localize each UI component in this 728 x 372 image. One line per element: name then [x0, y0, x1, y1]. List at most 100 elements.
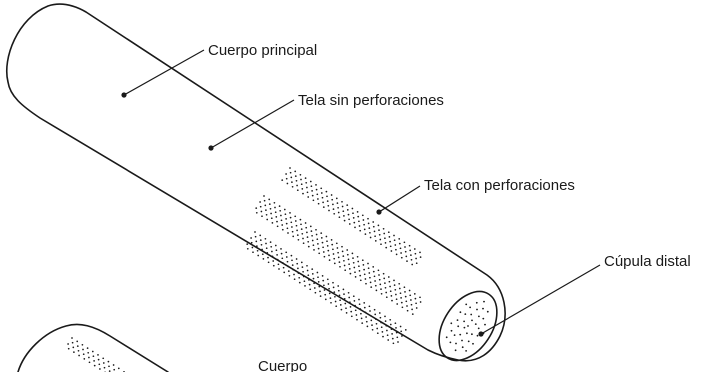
perforation-dot [328, 209, 330, 212]
perforation-dot [364, 311, 367, 314]
perforation-dot [399, 247, 402, 250]
perforation-dot [291, 230, 294, 233]
perforation-dot [298, 281, 301, 284]
perforation-dot [294, 170, 297, 173]
perforation-dot [389, 285, 391, 288]
perforation-dot [343, 215, 345, 217]
perforation-dot [404, 329, 407, 331]
perforation-dot [380, 288, 382, 290]
perforation-dot [332, 203, 334, 206]
perforation-dot [289, 171, 292, 174]
perforation-dot [347, 213, 350, 216]
perforation-dot [411, 263, 414, 266]
perforation-dot [374, 313, 377, 316]
perforation-dot [374, 235, 376, 238]
perforation-dot [354, 276, 357, 278]
dome-perforation-dot [476, 308, 478, 311]
perforation-dot [364, 233, 367, 235]
perforation-dot [246, 247, 249, 250]
perforation-dot [271, 255, 274, 258]
perforation-dot [250, 237, 252, 239]
perforation-dot [333, 257, 336, 260]
dome-perforation-dot [470, 313, 473, 316]
perforation-dot [311, 239, 314, 242]
perforation-dot [296, 189, 299, 192]
perforation-dot [113, 368, 116, 371]
dome-perforation-dot [463, 320, 465, 323]
perforation-dot [362, 264, 365, 266]
perforation-dot [97, 358, 100, 361]
perforation-dot [399, 325, 402, 328]
perforation-dot [255, 211, 258, 214]
dome-perforation-dot [450, 322, 453, 325]
perforation-dot [314, 291, 317, 294]
perforation-dot [414, 252, 417, 255]
perforation-dot [290, 254, 293, 257]
perforation-dot [325, 190, 328, 193]
perforation-dot [369, 276, 371, 279]
perforation-dot [400, 252, 402, 254]
perforation-dot [361, 259, 364, 262]
perforation-dot [263, 199, 266, 202]
perforation-dot [379, 238, 382, 241]
perforation-dot [385, 291, 388, 294]
perforation-dot [343, 297, 346, 300]
perforation-dot [285, 218, 287, 220]
perforation-dot [394, 288, 397, 291]
perforation-dot [348, 268, 351, 270]
perforation-dot [318, 285, 321, 288]
secondary-cylinder-outline [17, 323, 169, 372]
perforation-dot [374, 280, 376, 282]
leader-line [123, 49, 205, 96]
perforation-dot [389, 323, 392, 326]
perforation-dot [263, 195, 265, 197]
perforation-dot [358, 298, 360, 301]
perforation-dot [268, 198, 271, 201]
perforation-dot [404, 246, 406, 248]
perforation-dot [281, 228, 284, 231]
perforation-dot [378, 229, 380, 231]
perforation-dot [367, 262, 369, 265]
perforation-dot [287, 232, 289, 234]
perforation-dot [368, 272, 371, 274]
perforation-dot [276, 225, 279, 228]
perforation-dot [399, 292, 402, 295]
dome-perforation-dot [484, 323, 486, 326]
perforation-dot [411, 308, 413, 311]
perforation-dot [326, 200, 329, 202]
perforation-dot [349, 306, 352, 308]
perforation-dot [281, 179, 284, 181]
perforation-dot [365, 282, 367, 285]
perforation-dot [364, 278, 367, 280]
perforation-dot [345, 307, 347, 310]
perforation-dot [415, 302, 417, 305]
perforation-dot [385, 324, 388, 327]
perforation-dot [93, 360, 95, 362]
perforation-dot [280, 248, 282, 250]
perforation-dot [316, 238, 319, 241]
perforation-dot [266, 218, 269, 221]
perforation-dot [369, 236, 372, 239]
perforation-dot [409, 249, 412, 252]
perforation-dot [274, 206, 276, 209]
perforation-dot [328, 287, 330, 290]
perforation-dot [321, 275, 324, 277]
perforation-dot [292, 235, 295, 238]
perforation-dot [108, 365, 110, 368]
perforation-dot [317, 247, 320, 250]
perforation-dot [315, 188, 318, 191]
secondary-cylinder [17, 323, 169, 372]
perforation-dot [72, 346, 75, 349]
dome-perforation-dot [483, 300, 485, 303]
perforation-dot [76, 340, 79, 343]
perforation-dot [278, 205, 281, 207]
perforation-dot [67, 343, 69, 345]
perforation-dot [77, 349, 80, 352]
dome-perforation-dot [459, 333, 462, 336]
perforation-dot [290, 176, 293, 179]
perforation-dot [306, 191, 309, 194]
perforation-dot [354, 309, 357, 312]
perforation-dot [400, 301, 403, 304]
perforation-dot [414, 297, 417, 300]
perforation-dot [275, 216, 278, 218]
